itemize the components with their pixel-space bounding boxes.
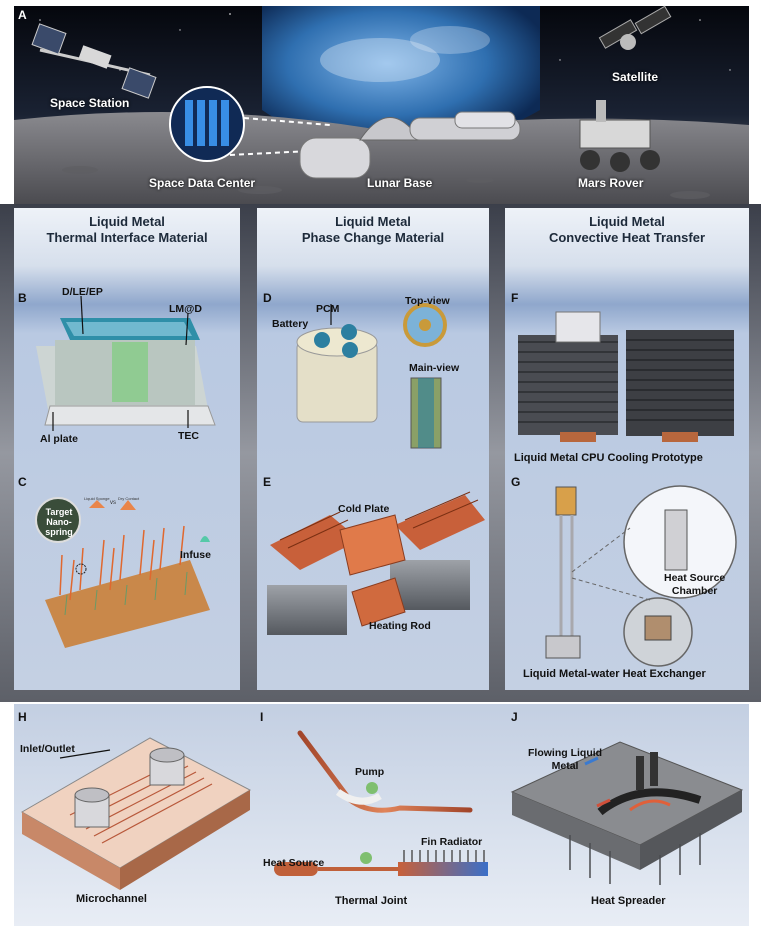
panel-letter-i: I bbox=[260, 710, 264, 724]
panel-letter-g: G bbox=[511, 475, 521, 489]
label-liquid-sponge: Liquid Sponge bbox=[84, 496, 110, 501]
lunar-base-icon bbox=[299, 111, 521, 179]
label-space-data-center: Space Data Center bbox=[149, 176, 256, 190]
label-pcm: PCM bbox=[316, 303, 340, 315]
label-fin-radiator: Fin Radiator bbox=[421, 836, 483, 848]
label-heat-source-line2: Chamber bbox=[671, 585, 718, 597]
label-target: Target bbox=[45, 507, 73, 517]
label-inlet-outlet: Inlet/Outlet bbox=[20, 743, 75, 755]
annotation-arrows bbox=[52, 295, 332, 759]
label-target-nanospring: Target Nano- spring bbox=[45, 507, 73, 537]
space-data-center-icon bbox=[169, 86, 331, 162]
caption-cpu-cooling: Liquid Metal CPU Cooling Prototype bbox=[514, 452, 703, 464]
label-satellite: Satellite bbox=[612, 70, 659, 84]
label-lunar-base: Lunar Base bbox=[367, 176, 433, 190]
panel-letter-f: F bbox=[511, 291, 519, 305]
label-main-view: Main-view bbox=[409, 362, 460, 374]
satellite-icon bbox=[598, 5, 672, 50]
column-1-title-line2: Thermal Interface Material bbox=[46, 230, 208, 245]
label-lm-d: LM@D bbox=[169, 303, 202, 315]
column-3-title-line2: Convective Heat Transfer bbox=[548, 230, 706, 245]
panel-letter-d: D bbox=[263, 291, 272, 305]
panel-g-heat-exchanger bbox=[545, 485, 737, 667]
caption-heat-spreader: Heat Spreader bbox=[591, 895, 666, 907]
label-battery: Battery bbox=[272, 318, 309, 330]
label-flowing-line1: Flowing Liquid bbox=[528, 747, 603, 759]
mars-rover-icon bbox=[579, 100, 660, 172]
label-pump: Pump bbox=[355, 766, 385, 778]
space-station-icon bbox=[31, 23, 157, 99]
panel-c-nanospring bbox=[35, 497, 210, 648]
label-heating-rod: Heating Rod bbox=[369, 620, 431, 632]
column-2-title-line1: Liquid Metal bbox=[335, 214, 411, 229]
panel-letter-c: C bbox=[18, 475, 27, 489]
column-2-title-line2: Phase Change Material bbox=[301, 230, 445, 245]
panel-letter-e: E bbox=[263, 475, 272, 489]
panel-d-pcm-battery bbox=[296, 303, 447, 449]
column-3-title-line1: Liquid Metal bbox=[589, 214, 665, 229]
panel-letter-j: J bbox=[511, 710, 518, 724]
panel-e-cold-plate bbox=[267, 491, 485, 635]
column-1-title: Liquid Metal Thermal Interface Material bbox=[14, 214, 240, 264]
label-vs: vs bbox=[110, 500, 116, 506]
label-tec: TEC bbox=[178, 430, 199, 442]
caption-microchannel: Microchannel bbox=[76, 893, 147, 905]
panel-b-tim-device bbox=[36, 318, 216, 426]
label-dry-contact: Dry Contact bbox=[118, 496, 140, 501]
label-heat-source-chamber: Heat Source Chamber bbox=[664, 572, 725, 598]
caption-thermal-joint: Thermal Joint bbox=[335, 895, 408, 907]
label-flowing-line2: Metal bbox=[551, 760, 579, 772]
label-infuse: Infuse bbox=[180, 549, 211, 561]
panel-letter-b: B bbox=[18, 291, 27, 305]
panel-a-scene bbox=[14, 5, 749, 204]
panel-letter-a: A bbox=[18, 8, 27, 22]
panel-letter-h: H bbox=[18, 710, 27, 724]
column-2-title: Liquid Metal Phase Change Material bbox=[257, 214, 489, 264]
caption-heat-exchanger: Liquid Metal-water Heat Exchanger bbox=[523, 668, 706, 680]
column-1-title-line1: Liquid Metal bbox=[89, 214, 165, 229]
column-3-title: Liquid Metal Convective Heat Transfer bbox=[505, 214, 749, 264]
panel-i-thermal-joint bbox=[274, 730, 488, 876]
panel-f-cpu-cooler bbox=[518, 311, 734, 442]
label-heat-source: Heat Source bbox=[263, 857, 325, 869]
label-space-station: Space Station bbox=[50, 96, 130, 110]
panel-h-microchannel bbox=[20, 737, 252, 890]
label-cold-plate: Cold Plate bbox=[338, 503, 390, 515]
label-d-le-ep: D/LE/EP bbox=[62, 286, 103, 298]
label-spring: spring bbox=[45, 527, 73, 537]
label-nano: Nano- bbox=[46, 517, 72, 527]
label-flowing-liquid-metal: Flowing Liquid Metal bbox=[528, 747, 602, 773]
label-heat-source-line1: Heat Source bbox=[664, 572, 726, 584]
label-al-plate: Al plate bbox=[40, 433, 78, 445]
column-3-panel bbox=[505, 208, 749, 690]
panel-j-heat-spreader bbox=[510, 741, 744, 885]
label-mars-rover: Mars Rover bbox=[578, 176, 644, 190]
label-top-view: Top-view bbox=[405, 295, 450, 307]
